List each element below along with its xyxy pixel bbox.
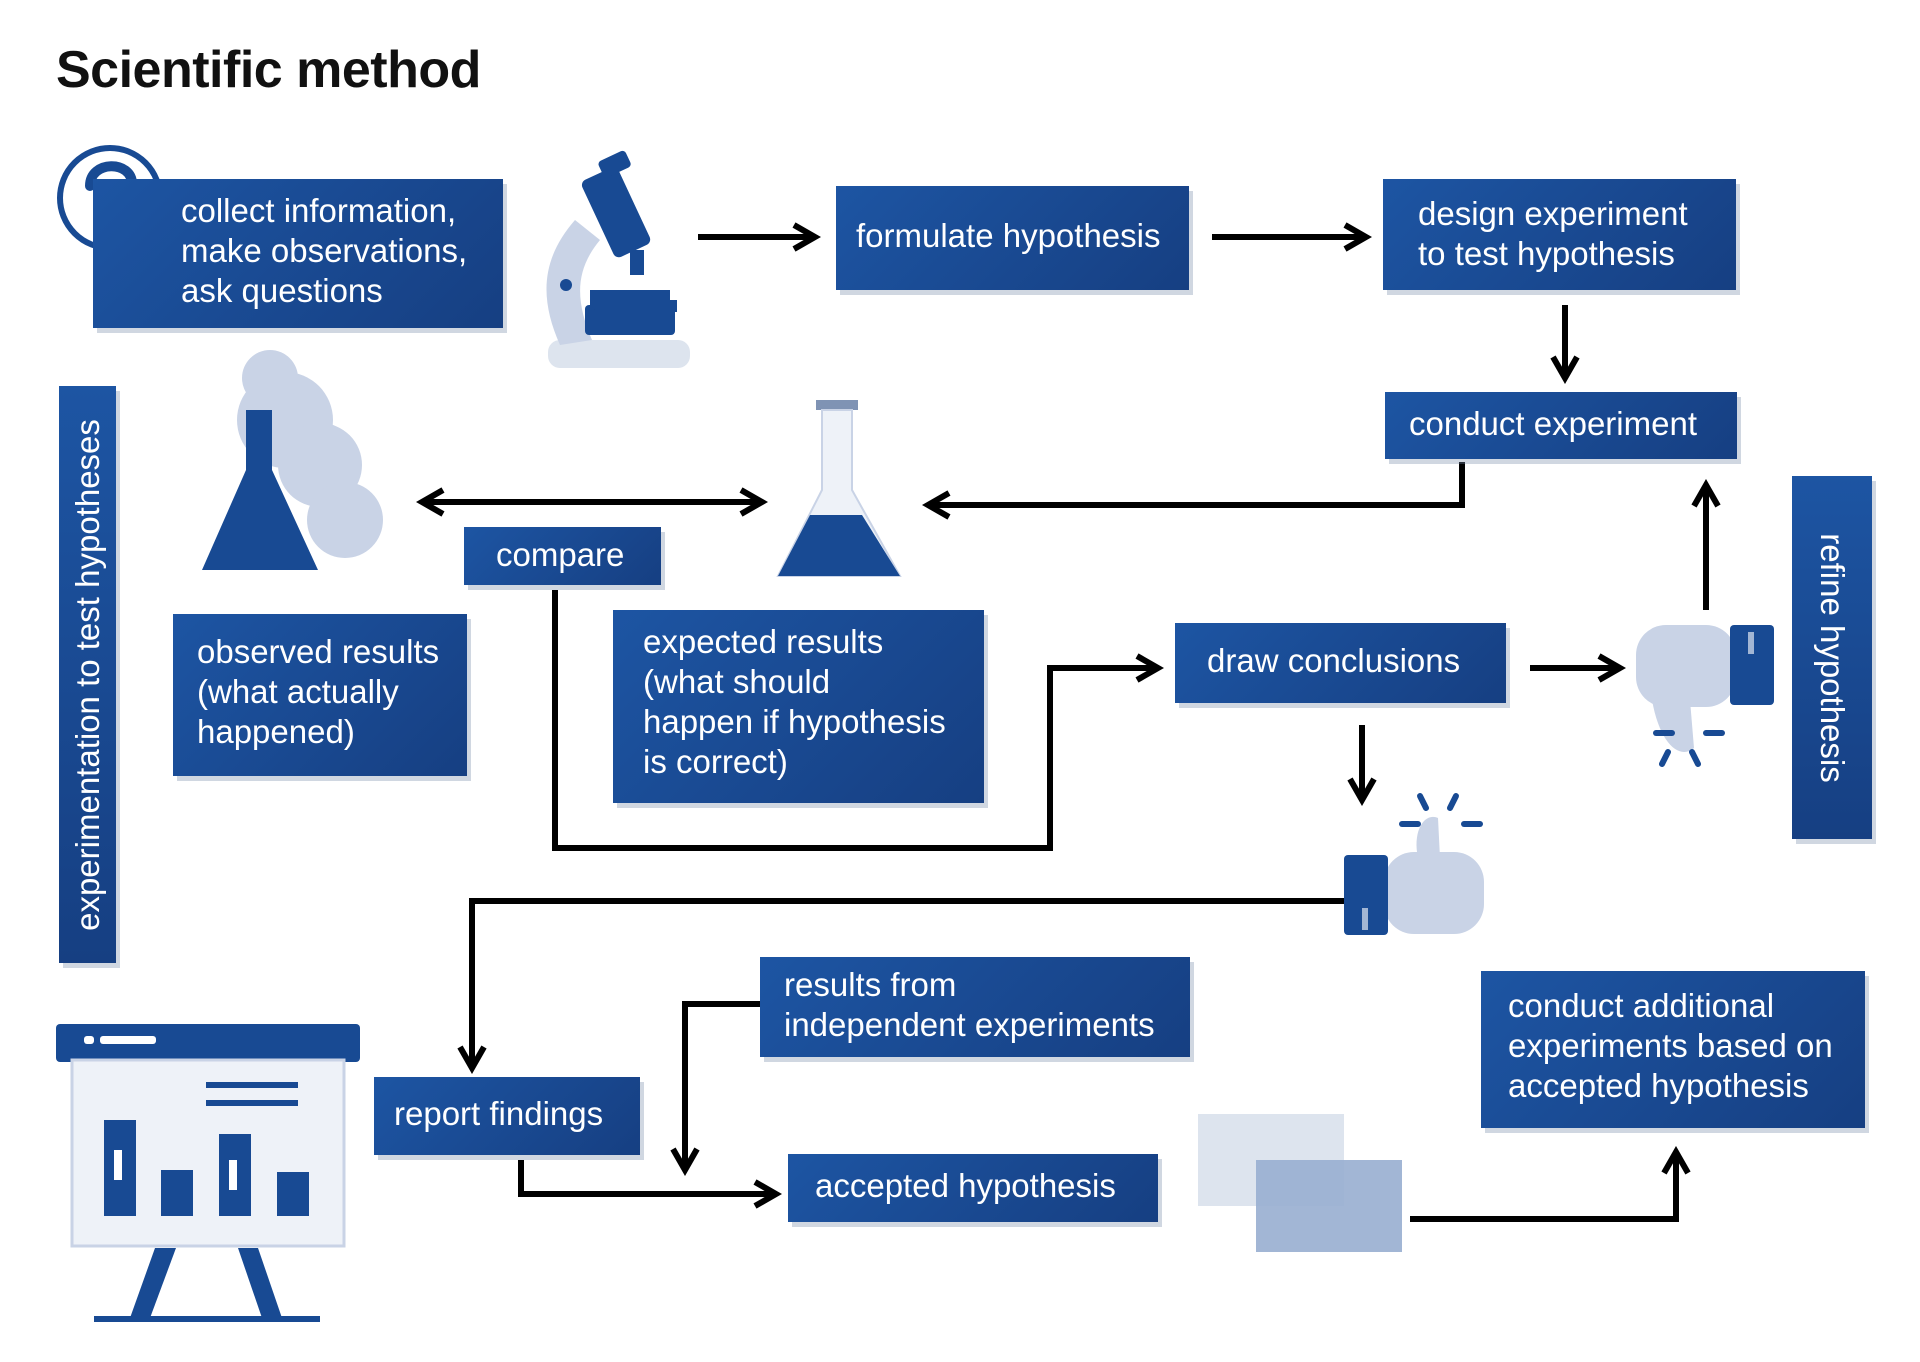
- thumbs-up-icon: [1344, 793, 1484, 935]
- conduct-experiment-box: conduct experiment: [1385, 392, 1737, 459]
- collect-information-label: collect information, make observations, …: [181, 192, 468, 309]
- experimentation-side-label: experimentation to test hypotheses: [68, 418, 106, 931]
- report-findings-box: report findings: [374, 1077, 640, 1155]
- expected-results-label: expected results (what should happen if …: [643, 623, 946, 780]
- additional-experiments-label: conduct additional experiments based on …: [1508, 987, 1833, 1104]
- report-findings-label: report findings: [394, 1095, 604, 1132]
- conduct-experiment-label: conduct experiment: [1409, 405, 1697, 442]
- refine-hypothesis-side-label-box: refine hypothesis: [1792, 476, 1872, 839]
- formulate-hypothesis-box: formulate hypothesis: [836, 186, 1189, 290]
- arrow-compare-to-draw: [552, 590, 1165, 851]
- formulate-hypothesis-label: formulate hypothesis: [856, 217, 1161, 254]
- arrow-conduct-to-expected: [921, 462, 1465, 520]
- arrow-report-to-accepted: [518, 1160, 783, 1209]
- experimentation-side-label-box: experimentation to test hypotheses: [59, 386, 116, 963]
- arrow-thumbsup-to-report: [457, 898, 1350, 1075]
- arrow-cards-to-additional: [1410, 1145, 1691, 1222]
- presentation-board-icon: [56, 1024, 360, 1322]
- compare-label: compare: [496, 536, 625, 573]
- refine-hypothesis-side-label: refine hypothesis: [1814, 532, 1851, 783]
- smoking-flask-icon: [202, 350, 383, 570]
- arrow-independent-to-accepted: [670, 1001, 764, 1177]
- independent-results-label: results from independent experiments: [784, 966, 1155, 1043]
- design-experiment-box: design experiment to test hypothesis: [1383, 179, 1736, 290]
- collect-information-box: collect information, make observations, …: [93, 179, 503, 328]
- additional-experiments-box: conduct additional experiments based on …: [1481, 971, 1865, 1128]
- thumbs-down-icon: [1636, 625, 1774, 767]
- design-experiment-label: design experiment to test hypothesis: [1418, 195, 1688, 272]
- erlenmeyer-flask-icon: [776, 400, 902, 577]
- expected-results-box: expected results (what should happen if …: [613, 610, 984, 803]
- observed-results-box: observed results (what actually happened…: [173, 614, 467, 776]
- page-title: Scientific method: [56, 41, 481, 99]
- compare-box: compare: [464, 527, 661, 585]
- draw-conclusions-box: draw conclusions: [1175, 623, 1506, 703]
- accepted-hypothesis-box: accepted hypothesis: [788, 1154, 1158, 1222]
- independent-results-box: results from independent experiments: [760, 957, 1190, 1057]
- microscope-icon: [546, 150, 690, 368]
- accepted-hypothesis-label: accepted hypothesis: [815, 1167, 1116, 1204]
- stacked-cards-icon: [1198, 1114, 1402, 1252]
- draw-conclusions-label: draw conclusions: [1207, 642, 1461, 679]
- observed-results-label: observed results (what actually happened…: [197, 633, 440, 750]
